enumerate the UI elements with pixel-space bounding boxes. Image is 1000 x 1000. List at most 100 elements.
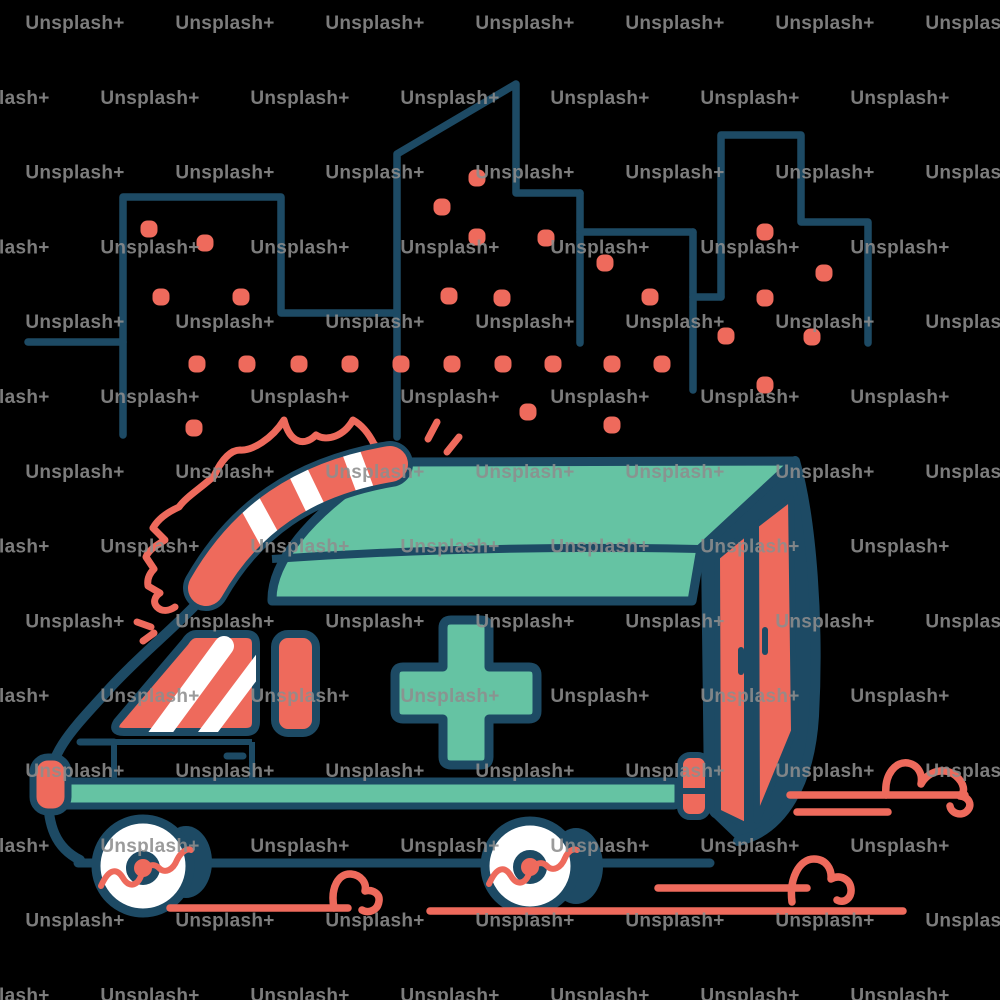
window-dot [494, 355, 512, 373]
watermark-text: Unsplash+ [775, 312, 874, 333]
watermark-text: Unsplash+ [175, 163, 274, 184]
watermark-text: Unsplash+ [325, 761, 424, 782]
window-dot [188, 355, 206, 373]
window-dot [756, 376, 774, 394]
watermark-text: Unsplash+ [700, 88, 799, 109]
watermark-text: Unsplash+ [175, 13, 274, 34]
band-stripe [236, 487, 292, 571]
watermark-text: Unsplash+ [250, 985, 349, 1000]
window-dot [433, 198, 451, 216]
watermark-text: Unsplash+ [25, 163, 124, 184]
watermark-text: Unsplash+ [775, 462, 874, 483]
watermark-text: Unsplash+ [550, 985, 649, 1000]
watermark-text: Unsplash+ [850, 387, 949, 408]
window-dot [392, 355, 410, 373]
watermark-text: Unsplash+ [175, 462, 274, 483]
watermark-text: Unsplash+ [100, 88, 199, 109]
window-dot [544, 355, 562, 373]
watermark-text: Unsplash+ [925, 911, 1000, 932]
watermark-text: Unsplash+ [925, 312, 1000, 333]
window-stripe [191, 652, 257, 732]
watermark-text: Unsplash+ [250, 686, 349, 707]
skyline-building-tower [393, 80, 584, 441]
watermark-text: Unsplash+ [100, 985, 199, 1000]
watermark-text: Unsplash+ [475, 163, 574, 184]
watermark-text: Unsplash+ [925, 761, 1000, 782]
cloud-icon [882, 759, 974, 818]
city-skyline [24, 80, 872, 441]
watermark-text: Unsplash+ [400, 985, 499, 1000]
watermark-text: Unsplash+ [175, 611, 274, 632]
watermark-text: Unsplash+ [850, 237, 949, 258]
watermark-text: Unsplash+ [325, 611, 424, 632]
rear-doors [677, 456, 821, 846]
watermark-text: Unsplash+ [700, 237, 799, 258]
watermark-text: Unsplash+ [100, 237, 199, 258]
medical-cross-icon [390, 615, 542, 770]
watermark-text: Unsplash+ [400, 387, 499, 408]
watermark-text: Unsplash+ [325, 163, 424, 184]
cloud-icon [329, 870, 383, 916]
watermark-text: Unsplash+ [550, 88, 649, 109]
watermark-text: Unsplash+ [625, 462, 724, 483]
watermark-text: Unsplash+ [925, 163, 1000, 184]
burst-dash-icon [443, 433, 463, 456]
watermark-text: Unsplash+ [775, 13, 874, 34]
watermark-text: Unsplash+ [475, 761, 574, 782]
rear-wheel [480, 816, 580, 916]
window-dot [603, 416, 621, 434]
watermark-text: Unsplash+ [25, 911, 124, 932]
door-frame [111, 739, 255, 779]
watermark-text: Unsplash+ [325, 13, 424, 34]
watermark-text: Unsplash+ [100, 387, 199, 408]
window-dot [196, 234, 214, 252]
watermark-text: Unsplash+ [100, 836, 199, 857]
watermark-text: Unsplash+ [475, 611, 574, 632]
skyline-building-left [119, 193, 401, 439]
window-dot [290, 355, 308, 373]
window-dot [653, 355, 671, 373]
cab-window-pillar [271, 630, 320, 737]
watermark-text: Unsplash+ [25, 761, 124, 782]
watermark-text: Unsplash+ [550, 537, 649, 558]
side-band [58, 777, 682, 810]
watermark-layer: Unsplash+ Unsplash+ Unsplash+ Unsplash+ Unsp… [0, 13, 1000, 1000]
watermark-text: Unsplash+ [700, 387, 799, 408]
window-dot [232, 288, 250, 306]
watermark-text: Unsplash+ [0, 985, 50, 1000]
window-dot [238, 355, 256, 373]
watermark-text: Unsplash+ [400, 537, 499, 558]
window-dot [140, 220, 158, 238]
watermark-text: Unsplash+ [100, 537, 199, 558]
watermark-text: Unsplash+ [400, 836, 499, 857]
windshield-stripe-band [150, 420, 440, 640]
watermark-text: Unsplash+ [25, 462, 124, 483]
watermark-text: Unsplash+ [925, 462, 1000, 483]
watermark-text: Unsplash+ [175, 312, 274, 333]
watermark-text: Unsplash+ [550, 686, 649, 707]
watermark-text: Unsplash+ [0, 537, 50, 558]
watermark-text: Unsplash+ [0, 88, 50, 109]
ambulance [29, 420, 821, 918]
watermark-text: Unsplash+ [700, 985, 799, 1000]
watermark-text: Unsplash+ [775, 163, 874, 184]
rear-outer-edge [733, 456, 821, 846]
watermark-text: Unsplash+ [625, 13, 724, 34]
cab-door [111, 739, 255, 779]
skyline-building-right [717, 131, 872, 347]
watermark-text: Unsplash+ [850, 88, 949, 109]
watermark-text: Unsplash+ [625, 911, 724, 932]
watermark-text: Unsplash+ [250, 537, 349, 558]
watermark-text: Unsplash+ [550, 836, 649, 857]
window-dot [717, 327, 735, 345]
window-dot [468, 169, 486, 187]
watermark-text: Unsplash+ [700, 686, 799, 707]
watermark-text: Unsplash+ [400, 237, 499, 258]
watermark-text: Unsplash+ [475, 911, 574, 932]
rear-hub-squiggle [486, 846, 580, 887]
watermark-text: Unsplash+ [0, 686, 50, 707]
watermark-text: Unsplash+ [625, 611, 724, 632]
window-dot [152, 288, 170, 306]
